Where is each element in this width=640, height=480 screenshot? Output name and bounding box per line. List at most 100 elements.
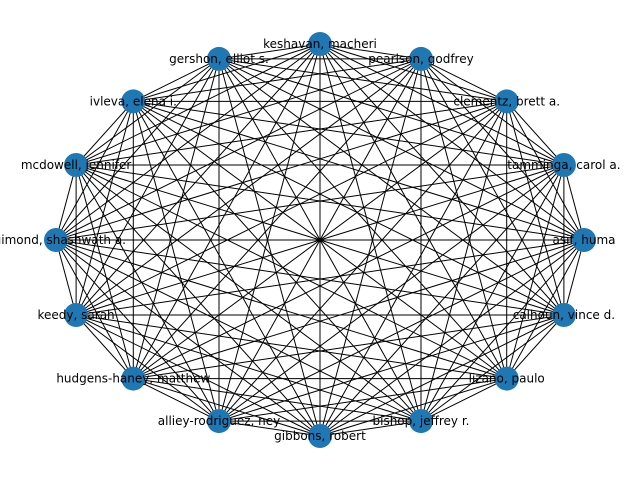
node-label-keshavan-macheri: keshavan, macheri xyxy=(263,37,377,51)
node-tamminga-carol-a[interactable] xyxy=(551,153,576,177)
edge-calhoun-vince-d--gibbons-robert xyxy=(319,314,565,437)
node-lizano-paulo[interactable] xyxy=(494,366,519,391)
edge-bishop-jeffrey-r--ivleva-elena-i xyxy=(132,101,422,422)
edge-clementz-brett-a--gershon-elliot-s xyxy=(218,58,507,102)
edge-gibbons-robert--keedy-sarah xyxy=(75,314,321,437)
node-hudgens-haney-matthew[interactable] xyxy=(121,366,146,391)
node-bishop-jeffrey-r[interactable] xyxy=(409,409,433,434)
edge-guimond-shashwath-a--ivleva-elena-i xyxy=(55,101,134,241)
edge-gibbons-robert--alliey-rodriguez-ney xyxy=(218,420,321,437)
node-label-calhoun-vince-d: calhoun, vince d. xyxy=(513,308,615,322)
node-pearlson-godfrey[interactable] xyxy=(409,46,433,71)
node-ivleva-elena-i[interactable] xyxy=(121,89,146,114)
node-label-bishop-jeffrey-r: bishop, jeffrey r. xyxy=(373,414,470,428)
node-label-hudgens-haney-matthew: hudgens-haney, matthew xyxy=(56,372,210,386)
node-label-asif-huma: asif, huma xyxy=(552,233,615,247)
edge-guimond-shashwath-a--gershon-elliot-s xyxy=(55,58,220,241)
edge-asif-huma--ivleva-elena-i xyxy=(133,100,585,241)
node-clementz-brett-a[interactable] xyxy=(494,89,519,114)
edge-keedy-sarah--ivleva-elena-i xyxy=(75,101,134,316)
edge-hudgens-haney-matthew--guimond-shashwath-a xyxy=(55,239,134,379)
edge-lizano-paulo--gershon-elliot-s xyxy=(218,58,508,379)
edge-clementz-brett-a--alliey-rodriguez-ney xyxy=(218,101,508,422)
edge-pearlson-godfrey--gibbons-robert xyxy=(319,58,422,437)
node-label-lizano-paulo: lizano, paulo xyxy=(469,372,545,386)
edge-keshavan-macheri--pearlson-godfrey xyxy=(319,43,422,60)
edge-keshavan-macheri--bishop-jeffrey-r xyxy=(319,43,422,422)
edge-asif-huma--keedy-sarah xyxy=(76,239,585,316)
edge-ivleva-elena-i--gershon-elliot-s xyxy=(133,58,220,102)
edge-keshavan-macheri--alliey-rodriguez-ney xyxy=(218,43,321,422)
node-keedy-sarah[interactable] xyxy=(64,303,89,327)
edge-tamminga-carol-a--hudgens-haney-matthew xyxy=(133,164,565,380)
node-label-keedy-sarah: keedy, sarah xyxy=(38,308,115,322)
edge-gibbons-robert--hudgens-haney-matthew xyxy=(133,378,321,437)
edge-asif-huma--gershon-elliot-s xyxy=(218,58,585,241)
edge-pearlson-godfrey--ivleva-elena-i xyxy=(133,58,422,102)
edge-clementz-brett-a--calhoun-vince-d xyxy=(506,101,565,316)
edge-keedy-sarah--gershon-elliot-s xyxy=(75,58,220,316)
edge-alliey-rodriguez-ney--guimond-shashwath-a xyxy=(55,239,220,422)
edge-hudgens-haney-matthew--gershon-elliot-s xyxy=(132,58,220,379)
edge-pearlson-godfrey--clementz-brett-a xyxy=(420,58,507,102)
edge-lizano-paulo--mcdowell-jennifer xyxy=(75,164,507,380)
edges-layer xyxy=(55,43,585,437)
edge-asif-huma--mcdowell-jennifer xyxy=(76,164,585,241)
edge-keshavan-macheri--gershon-elliot-s xyxy=(218,43,321,60)
edge-bishop-jeffrey-r--hudgens-haney-matthew xyxy=(133,378,422,422)
edge-gibbons-robert--mcdowell-jennifer xyxy=(75,164,321,437)
edge-asif-huma--bishop-jeffrey-r xyxy=(420,239,585,422)
edge-alliey-rodriguez-ney--keedy-sarah xyxy=(75,314,220,422)
edge-alliey-rodriguez-ney--ivleva-elena-i xyxy=(132,101,220,422)
edge-bishop-jeffrey-r--gibbons-robert xyxy=(319,420,422,437)
edge-calhoun-vince-d--gershon-elliot-s xyxy=(218,58,565,316)
edge-pearlson-godfrey--asif-huma xyxy=(420,58,585,241)
edge-calhoun-vince-d--lizano-paulo xyxy=(506,314,565,379)
edge-tamminga-carol-a--guimond-shashwath-a xyxy=(55,164,564,241)
node-guimond-shashwath-a[interactable] xyxy=(44,228,68,252)
edge-mcdowell-jennifer--ivleva-elena-i xyxy=(75,101,134,166)
edge-calhoun-vince-d--guimond-shashwath-a xyxy=(55,239,564,316)
edge-pearlson-godfrey--hudgens-haney-matthew xyxy=(132,58,422,379)
node-asif-huma[interactable] xyxy=(572,228,596,252)
edge-calhoun-vince-d--ivleva-elena-i xyxy=(133,100,565,316)
edge-gibbons-robert--ivleva-elena-i xyxy=(132,101,321,437)
edge-hudgens-haney-matthew--mcdowell-jennifer xyxy=(75,164,134,379)
edge-clementz-brett-a--tamminga-carol-a xyxy=(506,101,565,166)
edge-lizano-paulo--bishop-jeffrey-r xyxy=(420,378,507,422)
node-label-mcdowell-jennifer: mcdowell, jennifer xyxy=(21,158,132,172)
edge-lizano-paulo--guimond-shashwath-a xyxy=(55,239,507,380)
node-label-pearlson-godfrey: pearlson, godfrey xyxy=(368,52,473,66)
node-mcdowell-jennifer[interactable] xyxy=(64,153,89,177)
edge-lizano-paulo--alliey-rodriguez-ney xyxy=(218,378,507,422)
edge-keedy-sarah--guimond-shashwath-a xyxy=(55,239,77,316)
edge-alliey-rodriguez-ney--mcdowell-jennifer xyxy=(75,164,220,422)
edge-tamminga-carol-a--asif-huma xyxy=(563,164,585,241)
edge-asif-huma--calhoun-vince-d xyxy=(563,239,585,316)
node-label-guimond-shashwath-a: guimond, shashwath a. xyxy=(0,233,126,247)
edge-bishop-jeffrey-r--gershon-elliot-s xyxy=(218,58,422,422)
edge-mcdowell-jennifer--gershon-elliot-s xyxy=(75,58,220,166)
node-gershon-elliot-s[interactable] xyxy=(207,46,231,71)
node-label-tamminga-carol-a: tamminga, carol a. xyxy=(507,158,620,172)
edge-alliey-rodriguez-ney--hudgens-haney-matthew xyxy=(133,378,220,422)
edge-tamminga-carol-a--lizano-paulo xyxy=(506,164,565,379)
node-label-gershon-elliot-s: gershon, elliot s. xyxy=(169,52,269,66)
nodes-layer xyxy=(44,32,596,448)
node-label-gibbons-robert: gibbons, robert xyxy=(274,429,366,443)
node-alliey-rodriguez-ney[interactable] xyxy=(207,409,231,434)
node-keshavan-macheri[interactable] xyxy=(308,32,332,56)
edge-keshavan-macheri--tamminga-carol-a xyxy=(319,43,565,166)
edge-bishop-jeffrey-r--guimond-shashwath-a xyxy=(55,239,422,422)
node-gibbons-robert[interactable] xyxy=(308,424,332,448)
node-label-clementz-brett-a: clementz, brett a. xyxy=(453,94,560,108)
edge-gibbons-robert--gershon-elliot-s xyxy=(218,58,321,437)
node-calhoun-vince-d[interactable] xyxy=(551,303,576,327)
edge-keshavan-macheri--mcdowell-jennifer xyxy=(75,43,321,166)
edge-hudgens-haney-matthew--keedy-sarah xyxy=(75,314,134,379)
edge-clementz-brett-a--keedy-sarah xyxy=(75,100,507,316)
node-label-ivleva-elena-i: ivleva, elena i. xyxy=(90,94,177,108)
edge-tamminga-carol-a--gershon-elliot-s xyxy=(218,58,565,166)
